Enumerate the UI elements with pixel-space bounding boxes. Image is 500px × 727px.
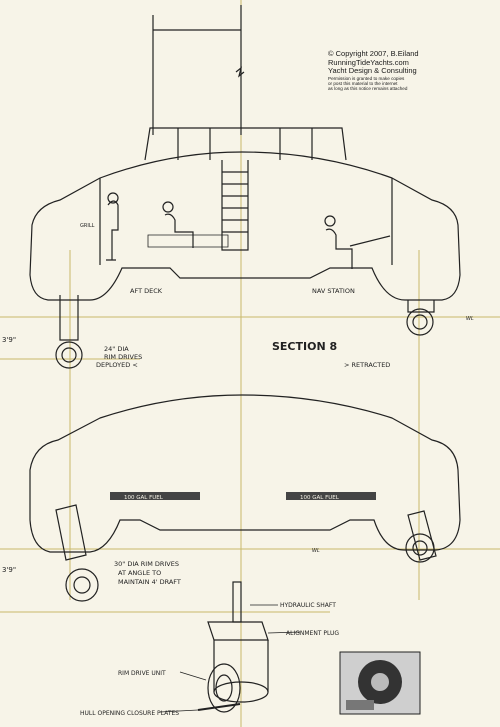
permission-line: or post this material to the internet — [328, 81, 398, 87]
label-grill: GRILL — [80, 223, 95, 229]
fuel-tank-left — [110, 492, 200, 500]
rim-drive-strut-top-left — [59, 295, 79, 341]
rim-drive-angled-right — [405, 533, 435, 563]
drive-housing — [213, 640, 269, 692]
person-aft-head — [162, 201, 174, 213]
rim-drive-strut-top-right — [407, 300, 435, 313]
person-nav — [325, 228, 353, 269]
rim-drive-strut-bottom-left — [55, 504, 87, 561]
label-drive24: DEPLOYED < — [96, 361, 138, 369]
label-drive30: AT ANGLE TO — [118, 569, 161, 577]
permission-line: Permission is granted to make copies — [328, 75, 405, 81]
label-retracted: > RETRACTED — [344, 361, 390, 369]
label-section: SECTION 8 — [272, 340, 337, 353]
label-wl-bottom: WL — [312, 548, 320, 554]
drive-base — [213, 681, 269, 703]
photo-base — [346, 700, 374, 710]
label-hull-opening: HULL OPENING CLOSURE PLATES — [80, 710, 179, 717]
label-dim-bottom: 3'9" — [2, 566, 16, 574]
label-aft-deck: AFT DECK — [130, 287, 163, 295]
label-drive24: 24" DIA — [104, 345, 129, 353]
rim-drive-strut-bottom-right — [407, 510, 437, 561]
person-grill — [106, 200, 119, 261]
rim-drive-deployed — [55, 341, 83, 369]
ladder-steps — [222, 171, 248, 233]
leader-lines — [159, 604, 301, 713]
table — [147, 234, 229, 248]
hull-bottom — [29, 394, 461, 602]
cabin-walls — [99, 178, 393, 265]
fuel-tank-right — [286, 492, 376, 500]
hull-outline-bottom — [29, 394, 461, 553]
photo-hub — [371, 673, 389, 691]
rim-drive-deployed-hub — [61, 347, 77, 363]
break-mark — [235, 66, 245, 78]
alignment-plug — [207, 621, 269, 641]
person-aft — [164, 213, 194, 248]
label-nav-station: NAV STATION — [312, 287, 355, 295]
rim-drive-retracted-hub — [412, 314, 428, 330]
companionway — [221, 160, 249, 251]
rim-drive-ring — [207, 663, 241, 713]
label-drive24: RIM DRIVES — [104, 353, 142, 361]
hydraulic-shaft — [232, 581, 242, 623]
fuel-tanks — [110, 492, 376, 500]
nav-desk — [349, 235, 391, 247]
closure-plate — [197, 703, 241, 711]
person-nav-head — [324, 215, 336, 227]
company-line: Yacht Design & Consulting — [328, 66, 417, 76]
label-wl-top: WL — [466, 316, 474, 322]
rim-drive-angled-left — [65, 568, 99, 602]
rim-drive-ring-inner — [215, 674, 233, 702]
person-grill-head — [107, 192, 119, 204]
copyright-notice: © Copyright 2007, B.Eiland RunningTideYa… — [328, 49, 498, 92]
label-fuel-right: 100 GAL FUEL — [300, 495, 340, 501]
rim-drive-angled-left-hub — [73, 576, 91, 594]
hull-outline-top — [29, 151, 461, 301]
website-line: RunningTideYachts.com — [328, 57, 409, 67]
label-rim-drive-unit: RIM DRIVE UNIT — [118, 670, 166, 677]
cabin-top — [144, 127, 347, 161]
label-drive30: 30" DIA RIM DRIVES — [114, 560, 179, 568]
copyright-line: © Copyright 2007, B.Eiland — [328, 49, 419, 58]
rim-drive-retracted — [406, 308, 434, 336]
rim-drive-detail — [159, 581, 301, 713]
label-dim-top: 3'9" — [2, 336, 16, 344]
annotations: GRILL AFT DECK NAV STATION WL WL SECTION… — [2, 223, 474, 717]
photo-thumbnail — [339, 651, 421, 715]
label-alignment-plug: ALIGNMENT PLUG — [286, 630, 339, 637]
label-fuel-left: 100 GAL FUEL — [124, 495, 164, 501]
hull-top — [29, 5, 461, 369]
label-drive30: MAINTAIN 4' DRAFT — [118, 578, 181, 586]
permission-line: as long as this notice remains attached — [328, 86, 408, 92]
rim-drive-angled-right-hub — [412, 540, 428, 556]
label-hydraulic-shaft: HYDRAULIC SHAFT — [280, 602, 336, 609]
